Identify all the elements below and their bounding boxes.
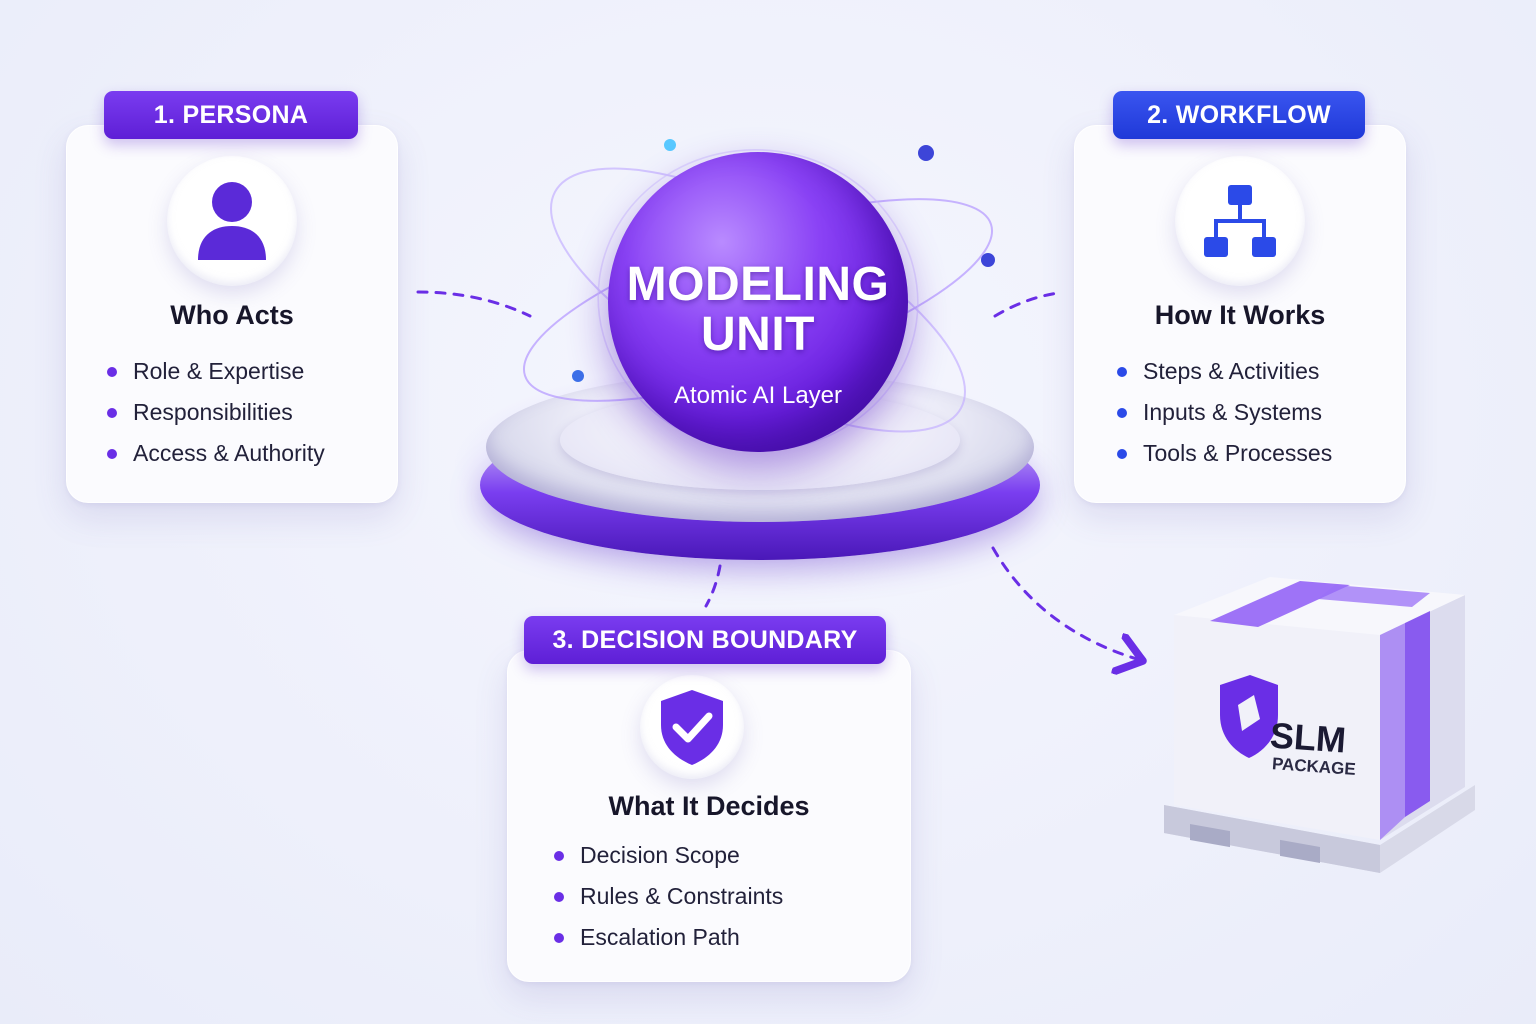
decision-title: What It Decides xyxy=(608,791,810,821)
decision-card: What It Decides Decision Scope Rules & C… xyxy=(507,650,911,982)
persona-card: Who Acts Role & Expertise Responsibiliti… xyxy=(66,125,398,503)
modeling-unit-sphere: MODELING UNIT Atomic AI Layer xyxy=(608,152,908,452)
workflow-card: How It Works Steps & Activities Inputs &… xyxy=(1074,125,1406,503)
list-item: Decision Scope xyxy=(554,835,783,876)
shield-logo-icon xyxy=(1220,675,1278,758)
list-item: Role & Expertise xyxy=(107,351,325,392)
orbit-dot xyxy=(572,370,584,382)
sphere-subtitle: Atomic AI Layer xyxy=(673,382,843,409)
workflow-title: How It Works xyxy=(1154,300,1326,330)
shield-check-icon xyxy=(661,690,723,765)
list-item: Steps & Activities xyxy=(1117,351,1332,392)
slm-package: SLM PACKAGE xyxy=(1150,555,1490,885)
workflow-list: Steps & Activities Inputs & Systems Tool… xyxy=(1117,351,1332,474)
sphere-title-line2: UNIT xyxy=(701,308,815,361)
persona-list: Role & Expertise Responsibilities Access… xyxy=(107,351,325,474)
list-item: Inputs & Systems xyxy=(1117,392,1332,433)
persona-title: Who Acts xyxy=(170,300,294,330)
workflow-tag: 2. WORKFLOW xyxy=(1113,91,1365,139)
sphere-title: MODELING UNIT xyxy=(608,260,908,360)
list-item: Rules & Constraints xyxy=(554,876,783,917)
decision-icon-circle xyxy=(640,675,744,779)
list-item: Escalation Path xyxy=(554,917,783,958)
decision-tag: 3. DECISION BOUNDARY xyxy=(524,616,886,664)
orbit-dot xyxy=(918,145,934,161)
persona-tag: 1. PERSONA xyxy=(104,91,358,139)
modeling-unit-hub: MODELING UNIT Atomic AI Layer xyxy=(440,110,1080,580)
user-icon xyxy=(198,182,266,260)
decision-list: Decision Scope Rules & Constraints Escal… xyxy=(554,835,783,958)
list-item: Responsibilities xyxy=(107,392,325,433)
list-item: Access & Authority xyxy=(107,433,325,474)
package-box-graphic xyxy=(1164,577,1475,873)
list-item: Tools & Processes xyxy=(1117,433,1332,474)
workflow-icon-circle xyxy=(1175,156,1305,286)
orbit-dot xyxy=(981,253,995,267)
hierarchy-icon xyxy=(1204,185,1276,257)
sphere-title-line1: MODELING xyxy=(626,258,890,311)
orbit-dot xyxy=(664,139,676,151)
persona-icon-circle xyxy=(167,156,297,286)
